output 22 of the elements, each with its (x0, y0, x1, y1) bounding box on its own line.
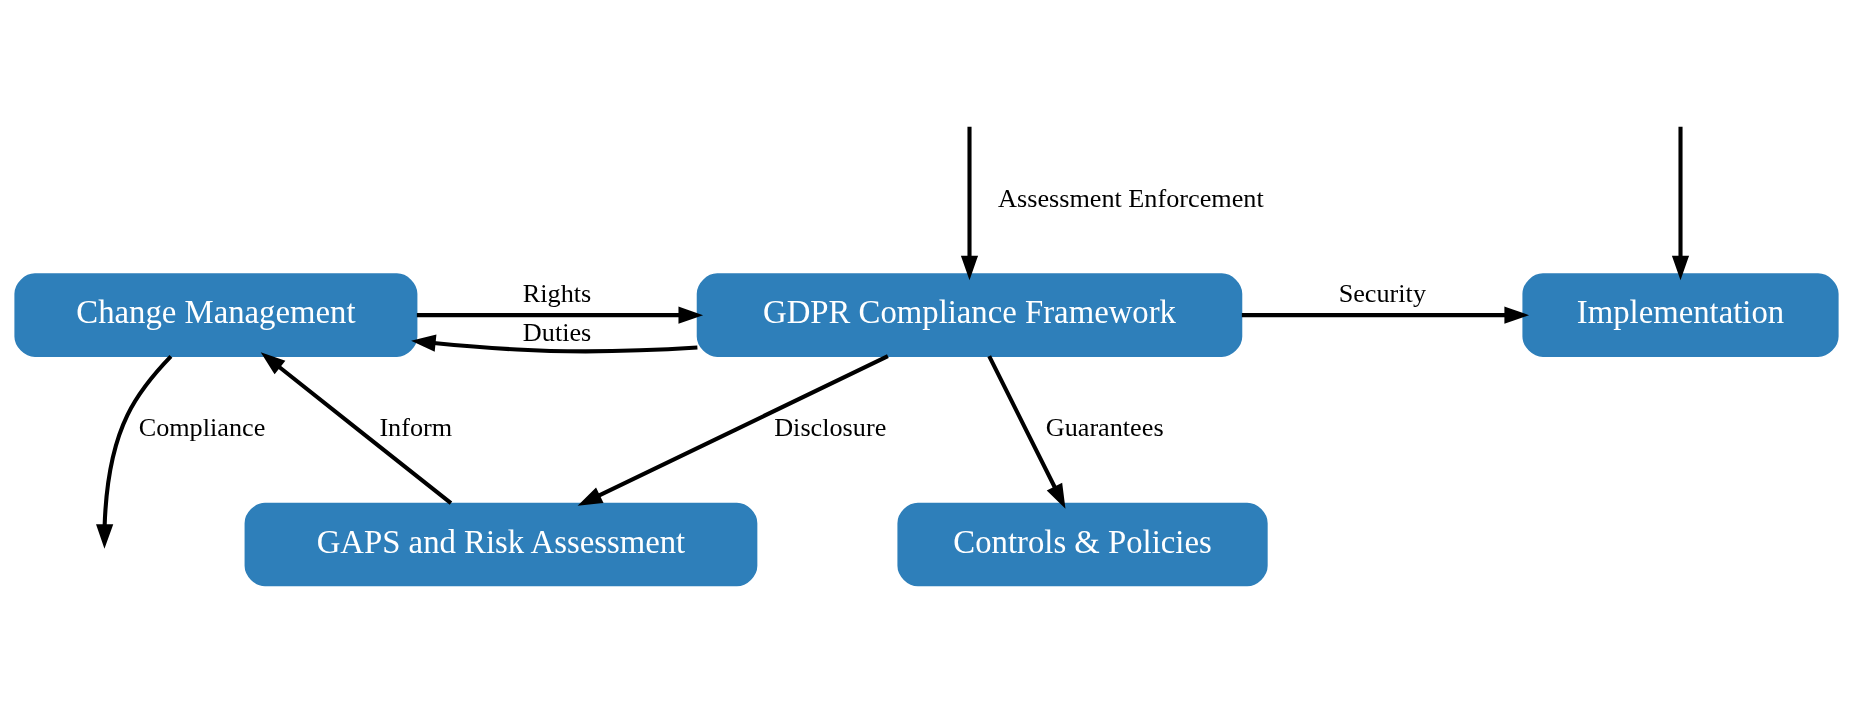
arrow (260, 351, 453, 505)
arrow (416, 306, 704, 324)
edge-label: Security (1338, 278, 1427, 308)
arrow (411, 334, 698, 353)
node-box: Change Management (14, 272, 418, 357)
edge-label: Disclosure (774, 412, 887, 442)
edge-label: Rights (522, 278, 592, 308)
node-box: GAPS and Risk Assessment (244, 502, 758, 586)
edge-label: Duties (522, 317, 592, 347)
edge-label: Inform (379, 412, 453, 442)
arrow (577, 353, 889, 506)
edge-label: Compliance (138, 412, 266, 442)
arrow (960, 126, 979, 280)
node-box: GDPR Compliance Framework (696, 272, 1243, 357)
arrow (1671, 126, 1690, 280)
arrow (96, 354, 173, 549)
node-box: Implementation (1522, 272, 1839, 357)
node-box: Controls & Policies (897, 502, 1268, 586)
edge-label: Assessment Enforcement (998, 183, 1264, 213)
arrow (1241, 306, 1530, 324)
arrow (987, 354, 1066, 509)
edge-label: Guarantees (1045, 412, 1164, 442)
